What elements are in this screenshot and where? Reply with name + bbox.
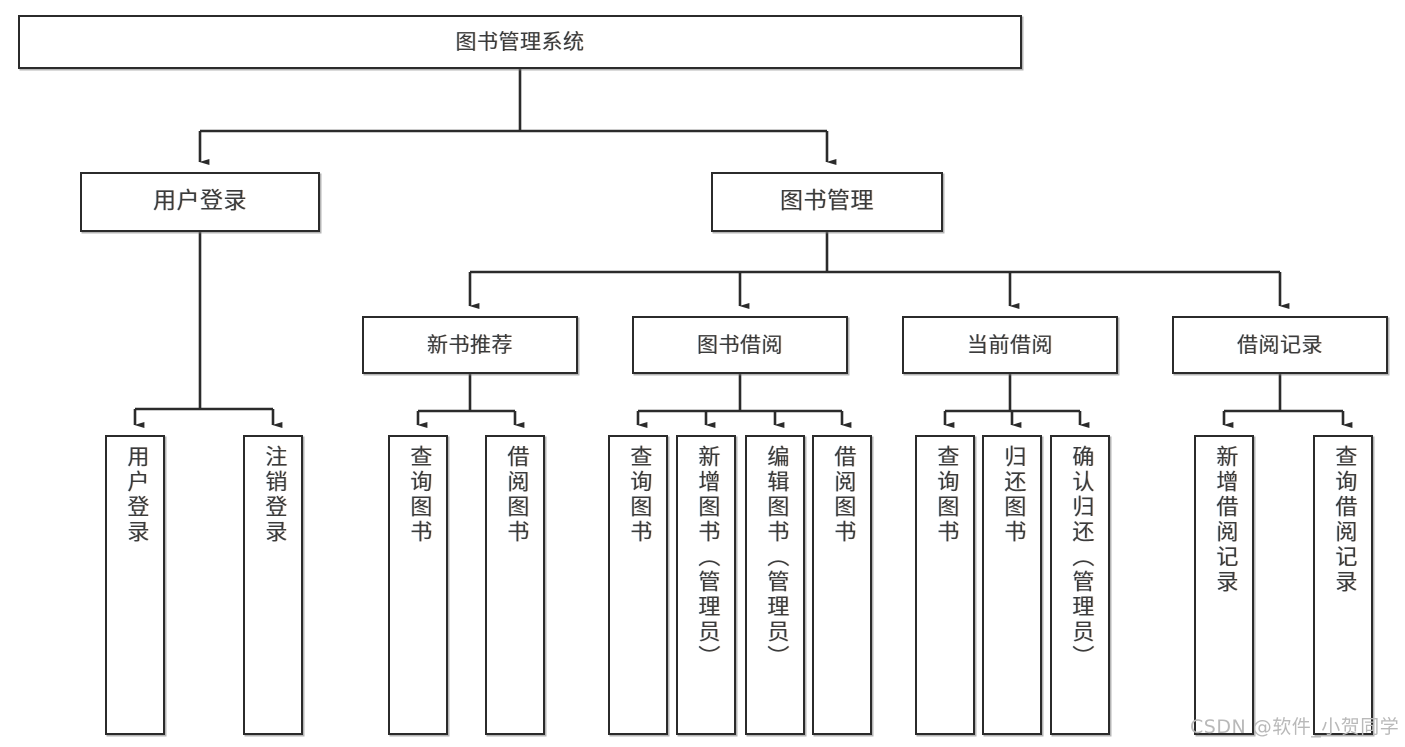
node-label-leaf-query-book-3: 查询图书	[933, 445, 959, 545]
node-label-book-manage: 图书管理	[780, 188, 874, 215]
node-label-user-login: 用户登录	[153, 188, 247, 215]
node-label-leaf-edit-book: 编辑图书（管理员）	[763, 445, 789, 670]
node-leaf-query-book-1[interactable]: 查询图书	[388, 435, 448, 735]
node-leaf-query-book-3[interactable]: 查询图书	[915, 435, 975, 735]
node-leaf-edit-book[interactable]: 编辑图书（管理员）	[745, 435, 805, 735]
node-label-leaf-borrow-book-2: 借阅图书	[830, 445, 856, 545]
node-label-current-borrow: 当前借阅	[967, 332, 1053, 357]
node-label-book-borrow: 图书借阅	[697, 332, 783, 357]
node-label-new-book-recommend: 新书推荐	[427, 332, 513, 357]
node-borrow-record[interactable]: 借阅记录	[1172, 316, 1388, 374]
node-leaf-add-record[interactable]: 新增借阅记录	[1194, 435, 1254, 735]
node-new-book-recommend[interactable]: 新书推荐	[362, 316, 578, 374]
node-leaf-confirm-return[interactable]: 确认归还（管理员）	[1050, 435, 1110, 735]
node-leaf-return-book[interactable]: 归还图书	[982, 435, 1042, 735]
node-label-leaf-confirm-return: 确认归还（管理员）	[1068, 445, 1094, 670]
node-leaf-logout[interactable]: 注销登录	[243, 435, 303, 735]
node-label-borrow-record: 借阅记录	[1237, 332, 1323, 357]
node-label-leaf-query-book-1: 查询图书	[406, 445, 432, 545]
node-label-leaf-add-record: 新增借阅记录	[1212, 445, 1238, 595]
node-label-leaf-borrow-book-1: 借阅图书	[503, 445, 529, 545]
node-label-leaf-query-record: 查询借阅记录	[1331, 445, 1357, 595]
node-leaf-query-book-2[interactable]: 查询图书	[608, 435, 668, 735]
node-root[interactable]: 图书管理系统	[18, 15, 1022, 69]
node-book-manage[interactable]: 图书管理	[711, 172, 943, 232]
node-leaf-borrow-book-1[interactable]: 借阅图书	[485, 435, 545, 735]
node-user-login[interactable]: 用户登录	[80, 172, 320, 232]
node-current-borrow[interactable]: 当前借阅	[902, 316, 1118, 374]
node-leaf-borrow-book-2[interactable]: 借阅图书	[812, 435, 872, 735]
node-label-leaf-user-login: 用户登录	[123, 445, 149, 545]
node-label-leaf-add-book: 新增图书（管理员）	[694, 445, 720, 670]
node-label-leaf-return-book: 归还图书	[1000, 445, 1026, 545]
node-label-leaf-query-book-2: 查询图书	[626, 445, 652, 545]
node-leaf-add-book[interactable]: 新增图书（管理员）	[676, 435, 736, 735]
node-label-leaf-logout: 注销登录	[261, 445, 287, 545]
node-leaf-user-login[interactable]: 用户登录	[105, 435, 165, 735]
node-book-borrow[interactable]: 图书借阅	[632, 316, 848, 374]
node-label-root: 图书管理系统	[455, 29, 585, 54]
node-leaf-query-record[interactable]: 查询借阅记录	[1313, 435, 1373, 735]
